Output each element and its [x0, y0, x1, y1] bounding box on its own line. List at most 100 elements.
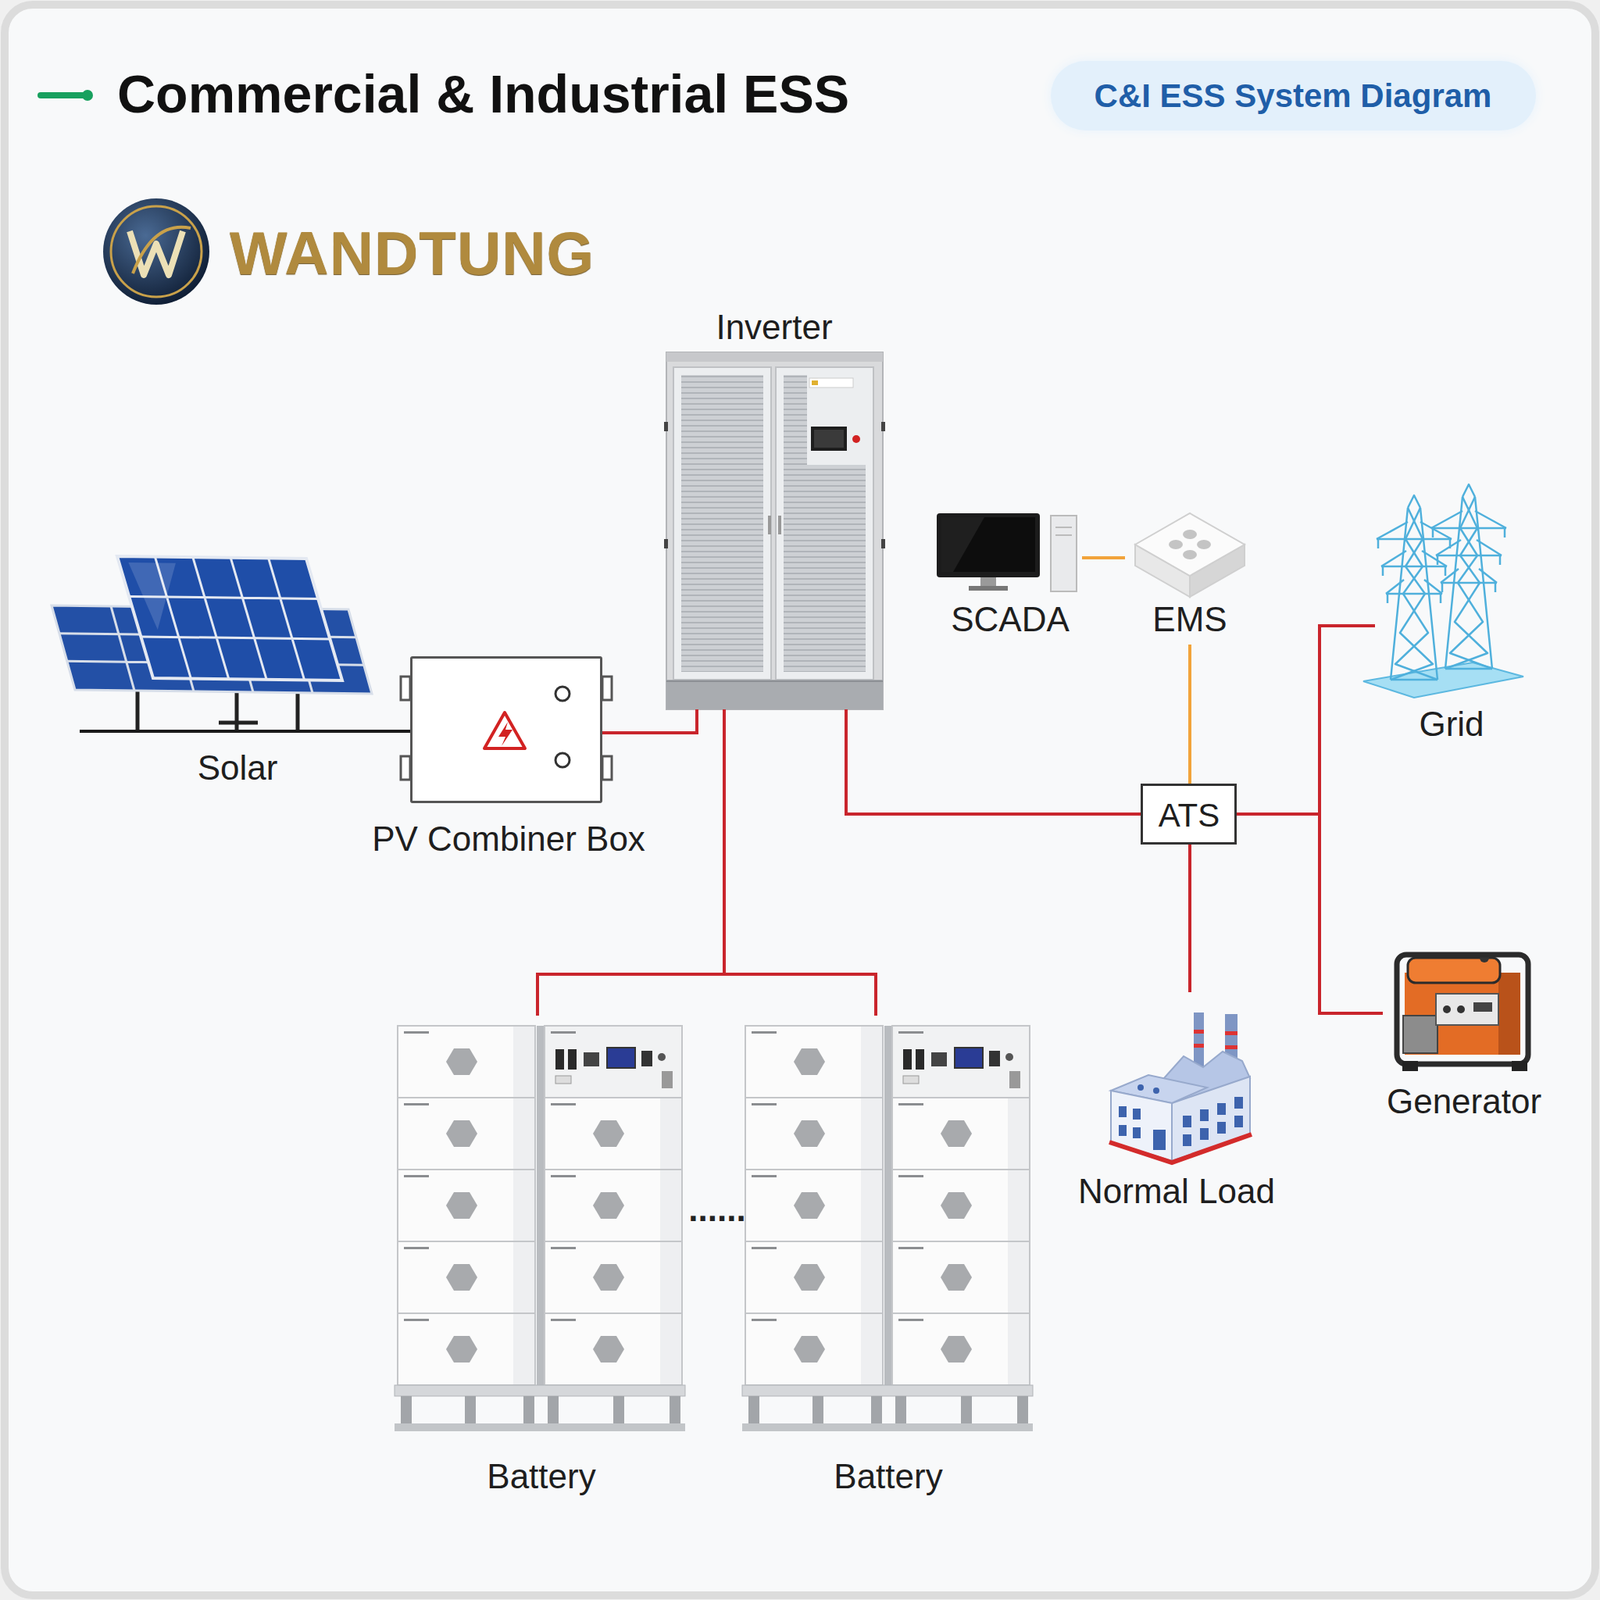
solar-panels — [117, 556, 343, 681]
inverter-cabinet — [778, 515, 782, 535]
solar-panels — [235, 687, 240, 732]
node-label: Battery — [833, 1457, 943, 1496]
node-label: ATS — [1158, 797, 1221, 834]
generator-illustration — [1403, 1015, 1438, 1054]
diagram-title: Commercial & Industrial ESS — [117, 63, 850, 125]
power-wire — [602, 709, 697, 733]
solar-panels — [117, 556, 343, 681]
brand-logo — [132, 227, 191, 274]
combiner-box — [484, 712, 525, 749]
factory-illustration — [1225, 1031, 1238, 1036]
battery-racks — [394, 1025, 686, 1432]
ems-unit — [1182, 550, 1197, 560]
inverter-cabinet — [664, 421, 668, 432]
factory-illustration — [1200, 1109, 1209, 1122]
inverter-cabinet — [666, 680, 883, 683]
inverter-cabinet — [681, 375, 764, 672]
inverter-cabinet — [664, 539, 668, 549]
inverter-cabinet — [809, 378, 854, 388]
inverter-cabinet — [664, 352, 886, 710]
node-label: Solar — [197, 749, 279, 787]
solar-panels — [117, 556, 343, 681]
factory-illustration — [1132, 1127, 1141, 1139]
inverter-cabinet — [852, 435, 861, 443]
brand-name: WANDTUNG — [229, 217, 595, 290]
title-bullet — [40, 89, 93, 101]
combiner-box — [400, 676, 411, 700]
inverter-cabinet — [666, 352, 883, 710]
inverter-cabinet — [775, 367, 874, 680]
solar-panels — [128, 562, 196, 631]
factory-illustration — [1109, 1012, 1252, 1163]
inverter-cabinet — [666, 352, 883, 362]
scada-node: SCADA — [933, 507, 1083, 645]
combiner-box — [555, 686, 570, 701]
brand-logo — [110, 206, 202, 297]
generator-illustration — [1498, 972, 1521, 1055]
node-label: PV Combiner Box — [371, 820, 646, 858]
inverter-cabinet — [881, 421, 886, 432]
factory-illustration — [1132, 1108, 1141, 1120]
title-bullet — [82, 89, 93, 101]
scada-computer — [1055, 534, 1072, 536]
inverter-cabinet — [810, 426, 847, 451]
scada-computer — [936, 513, 1040, 578]
factory-illustration — [1193, 1029, 1204, 1034]
combiner-box — [602, 756, 612, 780]
power-wire — [1236, 625, 1375, 815]
factory-illustration — [1193, 1043, 1204, 1048]
factory-illustration — [1234, 1096, 1243, 1109]
load-node: Normal Load — [1074, 992, 1279, 1211]
solar-panels — [218, 721, 258, 725]
title-bullet — [40, 92, 85, 99]
node-label: Battery — [486, 1457, 596, 1496]
inverter-cabinet — [814, 429, 844, 448]
ems-unit — [1135, 513, 1245, 576]
brand-logo — [103, 198, 210, 305]
combiner-box — [602, 676, 612, 700]
battery-racks — [394, 1025, 1033, 1432]
power-wire — [1236, 814, 1383, 1014]
battery-node: Battery — [742, 1015, 1040, 1500]
power-wire — [846, 709, 1141, 815]
generator-illustration — [1442, 1005, 1451, 1014]
factory-illustration — [1225, 1045, 1238, 1050]
factory-illustration — [1118, 1106, 1127, 1118]
grid-towers — [1363, 662, 1524, 698]
combiner-node: PV Combiner Box — [410, 656, 603, 804]
grid-towers — [1363, 484, 1524, 698]
solar-panels — [51, 556, 383, 732]
factory-illustration — [1137, 1084, 1144, 1091]
power-wire — [724, 709, 876, 1016]
title-badge: C&I ESS System Diagram — [1050, 60, 1536, 131]
factory-illustration — [1200, 1128, 1209, 1140]
solar-panels — [79, 729, 383, 733]
scada-computer — [1055, 526, 1072, 529]
generator-illustration — [1396, 953, 1529, 1072]
scada-computer — [941, 517, 1036, 572]
generator-illustration — [1473, 1002, 1493, 1012]
ems-unit — [1135, 513, 1245, 597]
signal-wire — [1082, 556, 1125, 560]
node-label: C&I ESS System Diagram — [1094, 78, 1493, 115]
factory-illustration — [1118, 1125, 1127, 1136]
node-label: EMS — [1152, 600, 1227, 639]
dc-wire — [382, 729, 411, 733]
node-label: Inverter — [715, 308, 833, 347]
ems-unit — [1168, 539, 1183, 550]
inverter-cabinet — [666, 679, 883, 710]
generator-illustration — [1511, 1060, 1528, 1072]
factory-illustration — [1217, 1121, 1226, 1134]
node-label: SCADA — [950, 600, 1070, 639]
combiner-box — [400, 656, 612, 804]
factory-illustration — [1193, 1012, 1204, 1068]
inverter-cabinet — [811, 380, 818, 386]
inverter-cabinet — [673, 367, 772, 680]
node-label: Generator — [1386, 1082, 1542, 1121]
inverter-cabinet — [783, 464, 866, 672]
factory-illustration — [1217, 1103, 1226, 1115]
scada-computer — [941, 517, 985, 572]
ats-box: ATS — [1140, 783, 1237, 845]
factory-illustration — [1153, 1129, 1166, 1150]
